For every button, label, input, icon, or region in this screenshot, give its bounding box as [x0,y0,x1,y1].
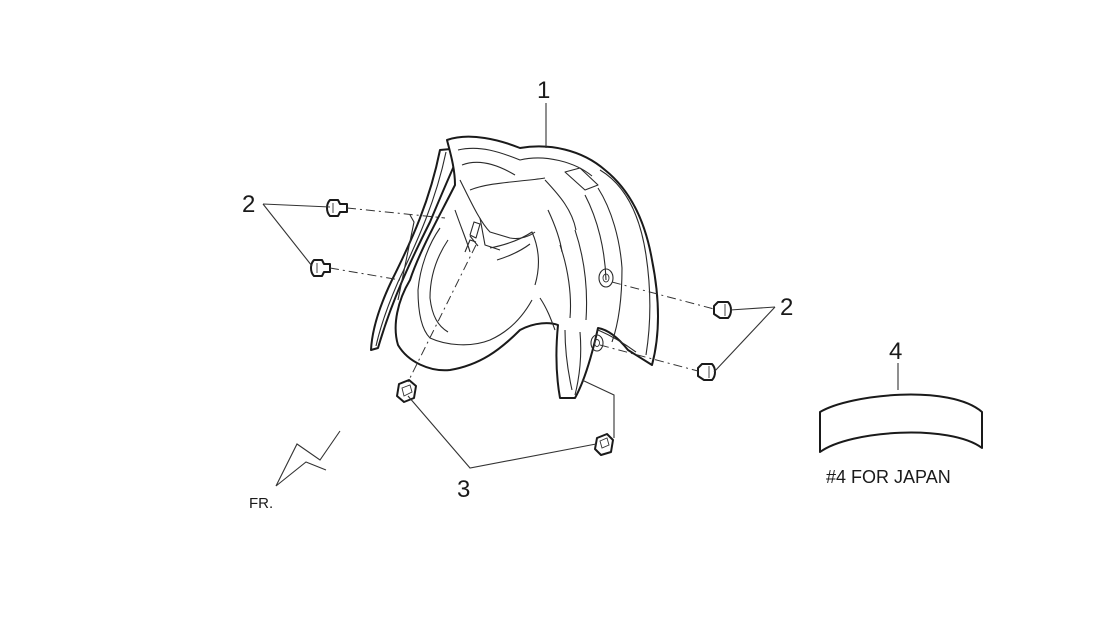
assembly-line-upper-left [346,207,446,219]
callout-part-2-right: 2 [780,294,793,321]
assembly-line-lower-right [599,344,699,372]
leader-part-2-left-lower [262,203,313,267]
assembly-line-clip-right [581,379,615,438]
screw-lower-right [697,363,716,381]
leader-part-2-right-lower [713,306,776,373]
mounting-hole-lower [590,334,604,352]
assembly-line-lower-left [329,267,401,281]
leader-part-2-right [729,306,776,311]
leader-part-3 [407,395,597,469]
front-direction-icon [275,430,341,487]
assembly-line-upper-right [611,281,715,310]
leader-part-2-left [262,203,331,208]
screw-lower-left [310,259,331,277]
direction-label: FR. [249,495,273,512]
front-fender [370,135,659,399]
japan-decal [819,393,983,453]
assembly-line-clip-left [407,244,477,383]
screw-upper-right [713,301,732,319]
note-japan: #4 FOR JAPAN [826,467,951,487]
callout-part-2-left: 2 [242,191,255,218]
mounting-hole-upper [598,268,614,288]
screw-upper-left [326,199,348,217]
clip-right [594,433,614,456]
callout-part-1: 1 [537,77,550,104]
callout-part-3: 3 [457,476,470,503]
callout-part-4: 4 [889,338,902,365]
clip-left [396,379,417,403]
